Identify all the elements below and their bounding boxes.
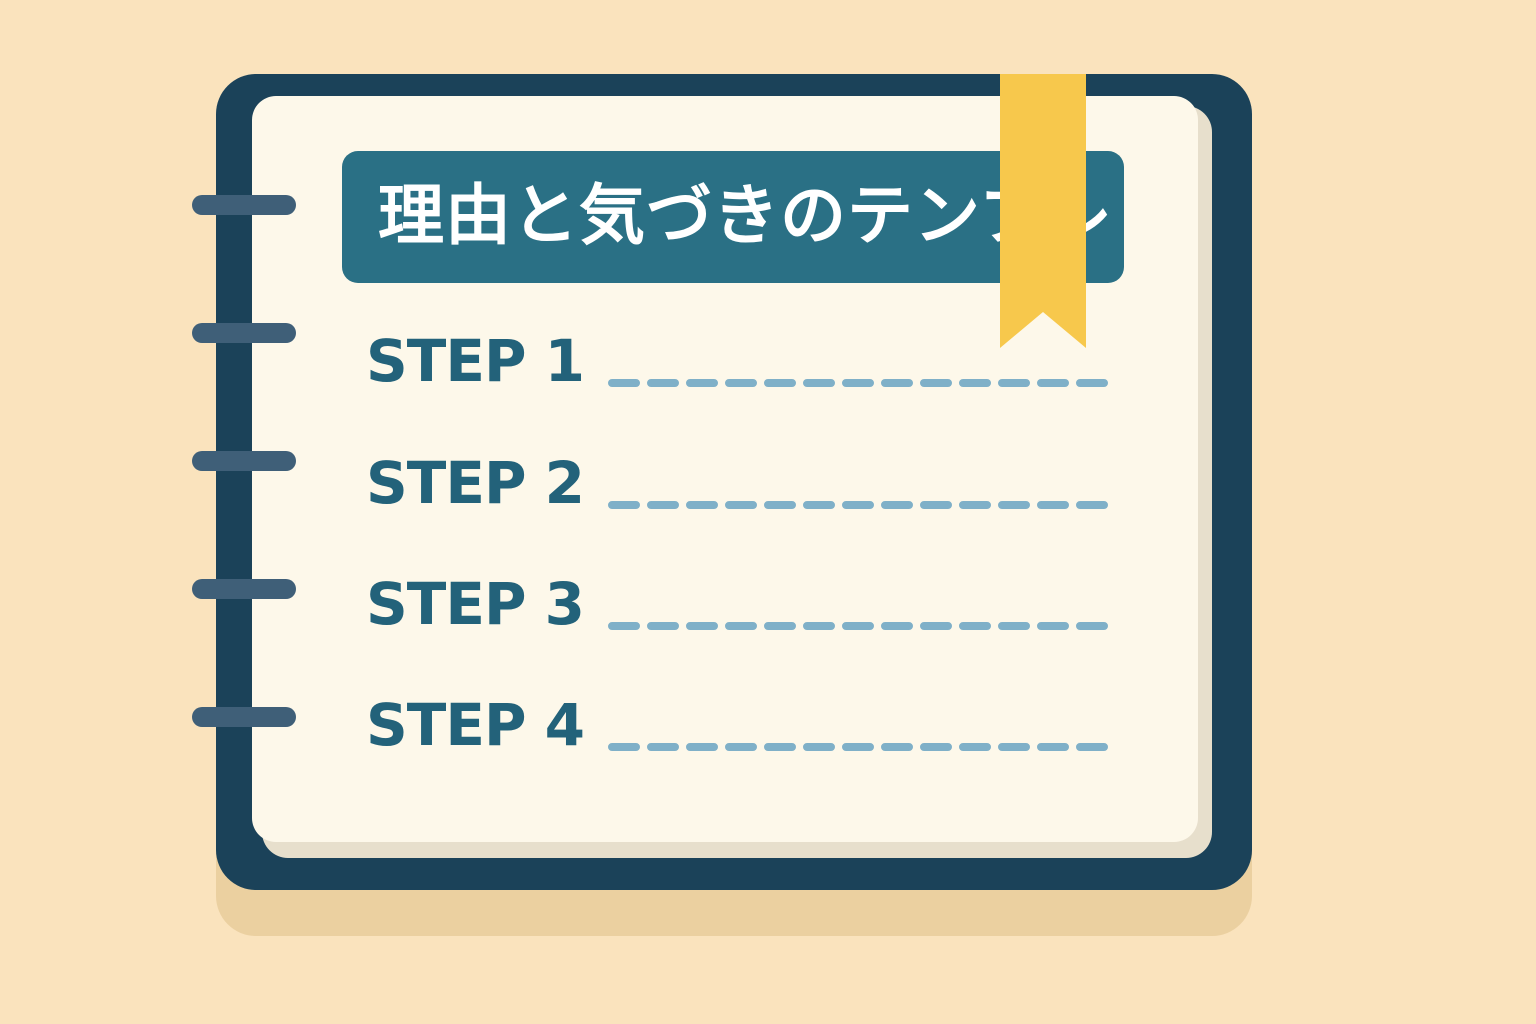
step-4-answer-line [608, 743, 1108, 751]
bookmark-ribbon-icon [1000, 74, 1086, 348]
step-2-answer-line [608, 501, 1108, 509]
step-2-label: STEP 2 [366, 449, 585, 517]
binder-ring-icon [192, 451, 296, 471]
binder-ring-icon [192, 707, 296, 727]
step-4-label: STEP 4 [366, 691, 585, 759]
binder-ring-icon [192, 323, 296, 343]
page-title: 理由と気づきのテンプレ [378, 177, 1114, 254]
binder-ring-icon [192, 195, 296, 215]
binder-ring-icon [192, 579, 296, 599]
step-1-answer-line [608, 379, 1108, 387]
step-1-label: STEP 1 [366, 327, 585, 395]
step-3-label: STEP 3 [366, 570, 585, 638]
step-3-answer-line [608, 622, 1108, 630]
title-banner [342, 151, 1124, 283]
